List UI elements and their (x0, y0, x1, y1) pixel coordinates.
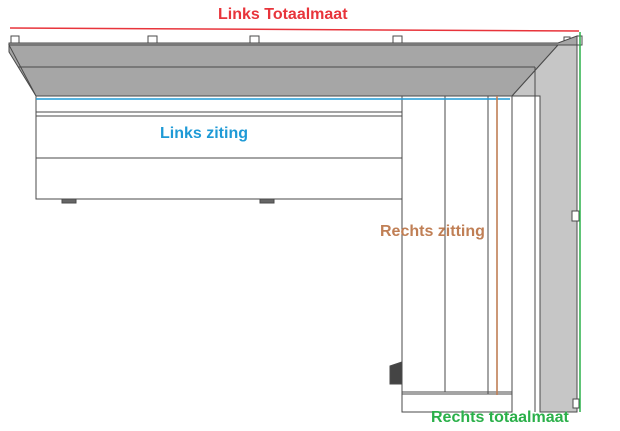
backrest-top-face (8, 44, 560, 97)
left-seat-label: Links ziting (160, 125, 248, 142)
left-total-label: Links Totaalmaat (218, 6, 348, 23)
seat-foot (61, 198, 77, 204)
side-connector (572, 398, 580, 409)
seat-foot (259, 198, 275, 204)
right-total-label: Rechts totaalmaat (431, 409, 569, 426)
top-connector (392, 35, 403, 44)
side-connector (571, 210, 580, 222)
top-connector (147, 35, 158, 44)
left-total-measure-line (9, 27, 580, 32)
backrest-side-face (510, 44, 578, 413)
seat-foot (389, 361, 403, 385)
top-connector (10, 35, 20, 44)
right-seat (401, 95, 513, 413)
top-connector (249, 35, 260, 44)
left-seat (35, 95, 403, 200)
right-seat-label: Rechts zitting (380, 223, 485, 240)
